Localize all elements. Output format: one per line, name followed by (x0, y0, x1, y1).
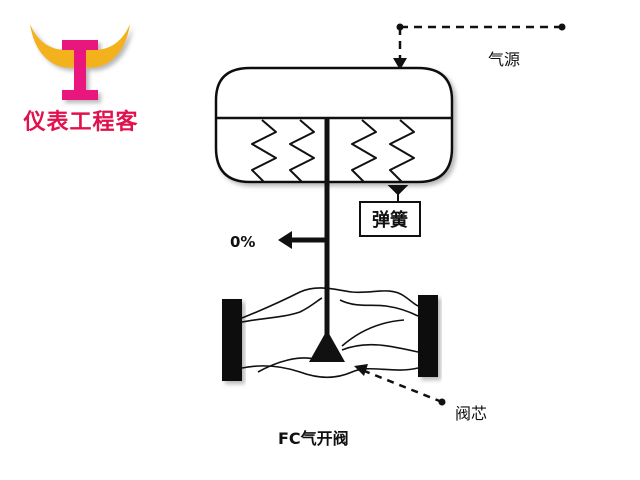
position-indicator (278, 231, 327, 249)
diagram-title: FC气开阀 (278, 429, 349, 448)
springs (251, 119, 415, 183)
logo-letter-icon (62, 40, 98, 100)
right-flange (418, 295, 438, 377)
valve-plug-icon (309, 330, 345, 362)
air-inlet-arrow-icon (393, 58, 407, 70)
brand-logo: I (30, 19, 130, 100)
left-flange (222, 299, 242, 381)
spring-label: 弹簧 (359, 201, 421, 237)
valve-body (222, 287, 438, 381)
spring-icon (251, 119, 277, 183)
valve-core-callout (354, 364, 446, 406)
spring-icon (351, 119, 377, 183)
position-label: 0% (230, 233, 256, 251)
logo-caption: 仪表工程客 (23, 109, 139, 135)
air-source-label: 气源 (488, 50, 521, 69)
valve-core-label: 阀芯 (455, 404, 488, 423)
callout-arrow-icon (354, 364, 368, 376)
logo-horns-icon (30, 24, 130, 68)
air-source-line (393, 23, 566, 70)
actuator-chamber (214, 66, 454, 184)
spring-callout-arrow-icon (387, 185, 409, 201)
spring-icon (289, 119, 315, 183)
indicator-arrow-icon (278, 231, 292, 249)
logo-letter: I (80, 19, 81, 21)
spring-icon (389, 119, 415, 183)
